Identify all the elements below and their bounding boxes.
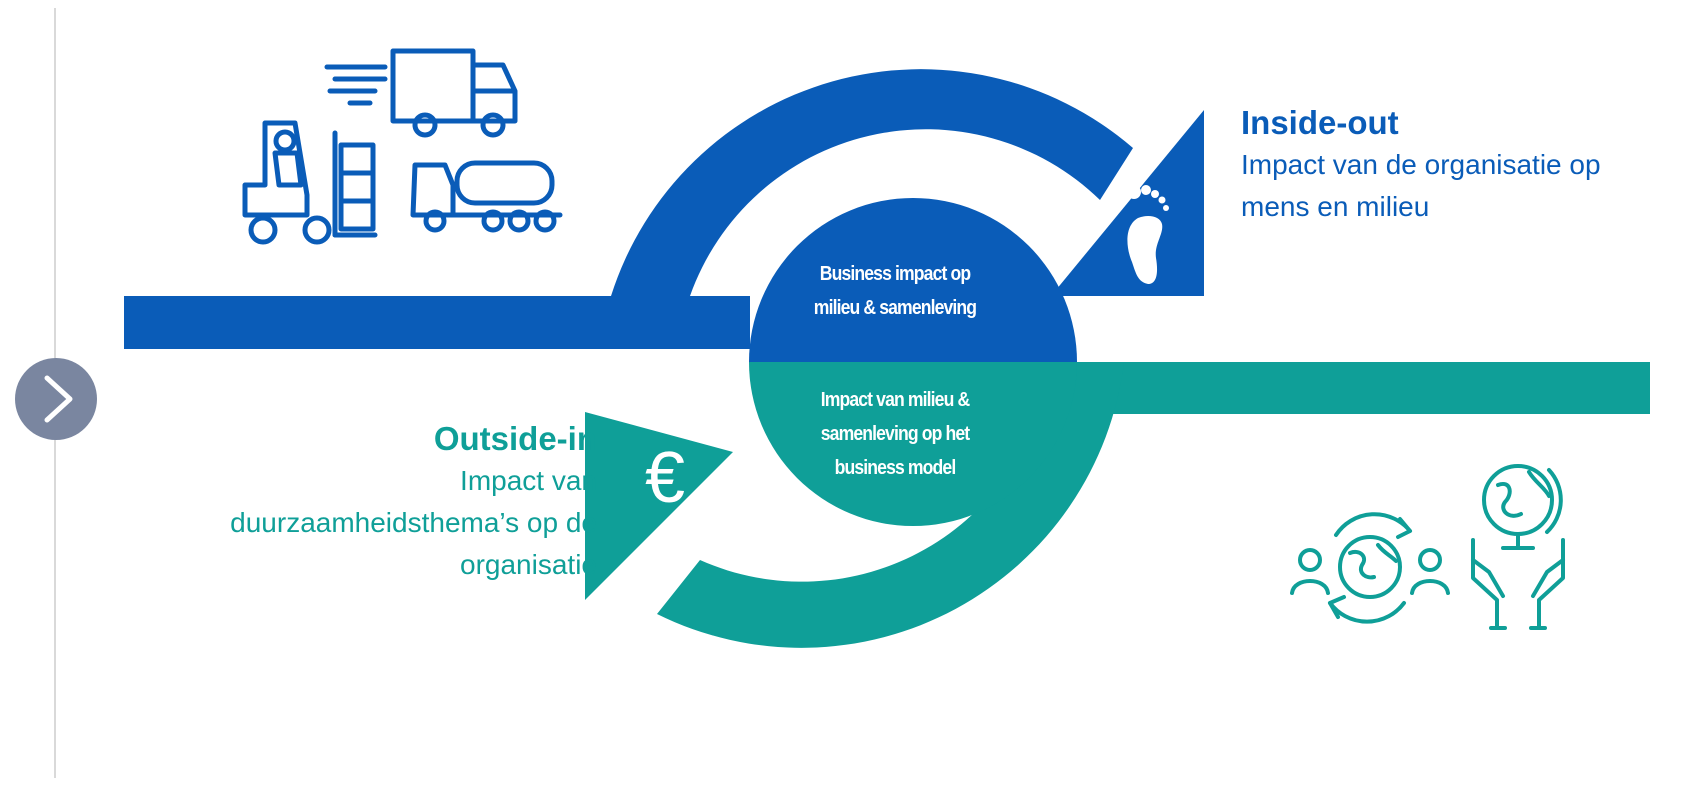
- euro-icon: €: [644, 438, 686, 518]
- center-bottom-line3: business model: [834, 457, 957, 479]
- chevron-right-icon: [44, 375, 73, 423]
- center-bottom-label: Impact van milieu & samenleving op het b…: [785, 383, 1005, 485]
- inside-out-label: Inside-out Impact van de organisatie op …: [1241, 102, 1691, 228]
- inside-out-desc-line2: mens en milieu: [1241, 191, 1430, 222]
- center-circle: [749, 198, 1077, 526]
- outside-in-label: Outside-in Impact van duurzaamheidsthema…: [100, 418, 597, 586]
- inside-out-title: Inside-out: [1241, 104, 1399, 141]
- footprint-icon: [1127, 185, 1169, 284]
- logistics-icon: [242, 48, 563, 245]
- center-bottom-line2: samenleving op het: [820, 423, 970, 445]
- center-bottom-line1: Impact van milieu &: [820, 389, 970, 411]
- next-button[interactable]: [15, 358, 97, 440]
- outside-in-arrow: [585, 362, 1650, 648]
- center-top-label: Business impact op milieu & samenleving: [785, 257, 1005, 325]
- hands-globe-icon: [1471, 464, 1565, 630]
- outside-in-title: Outside-in: [433, 420, 597, 457]
- inside-out-desc-line1: Impact van de organisatie op: [1241, 149, 1601, 180]
- community-globe-icon: [1290, 512, 1450, 624]
- inside-out-arrow: [124, 69, 1204, 349]
- center-top-line1: Business impact op: [819, 263, 971, 285]
- outside-in-desc-line2: duurzaamheidsthema’s op de: [230, 507, 597, 538]
- outside-in-desc-line3: organisatie: [460, 549, 597, 580]
- outside-in-desc-line1: Impact van: [460, 465, 597, 496]
- center-top-line2: milieu & samenleving: [813, 297, 977, 319]
